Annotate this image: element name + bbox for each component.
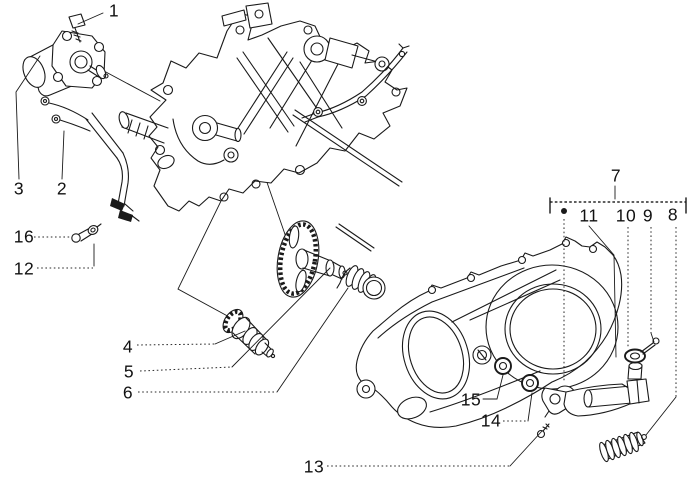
gasket [301, 43, 410, 252]
transmission-cover [355, 236, 623, 429]
callout-9: 9 [642, 205, 654, 226]
callout-5: 5 [123, 361, 135, 382]
callout-7: 7 [610, 165, 622, 186]
callout-10: 10 [615, 205, 637, 226]
callout-1: 1 [108, 0, 120, 21]
callout-2: 2 [56, 178, 68, 199]
callout-11: 11 [579, 205, 599, 226]
group-bracket-7 [549, 185, 687, 214]
clamp-bolt [536, 423, 550, 439]
callout-8: 8 [667, 204, 679, 225]
crankcase [118, 2, 408, 212]
kickstart-sprocket [276, 220, 348, 298]
callout-16: 16 [13, 226, 35, 247]
leader-lines [15, 12, 677, 467]
callout-6: 6 [122, 382, 134, 403]
screw-and-washer [71, 223, 102, 243]
callout-4: 4 [122, 336, 134, 357]
callout-3: 3 [13, 178, 25, 199]
starter-motor [22, 30, 109, 97]
pedal-rubber [599, 431, 647, 463]
pivot-hardware-stack [624, 337, 660, 380]
starter-cable [40, 96, 140, 222]
starter-bolt [68, 13, 86, 43]
kickstart-lever [541, 378, 650, 418]
callout-15: 15 [460, 389, 482, 410]
callout-14: 14 [480, 410, 502, 431]
kickstart-spring [336, 265, 386, 300]
starter-drive-gear [222, 308, 276, 359]
callout-13: 13 [303, 456, 325, 477]
callout-12: 12 [13, 258, 35, 279]
